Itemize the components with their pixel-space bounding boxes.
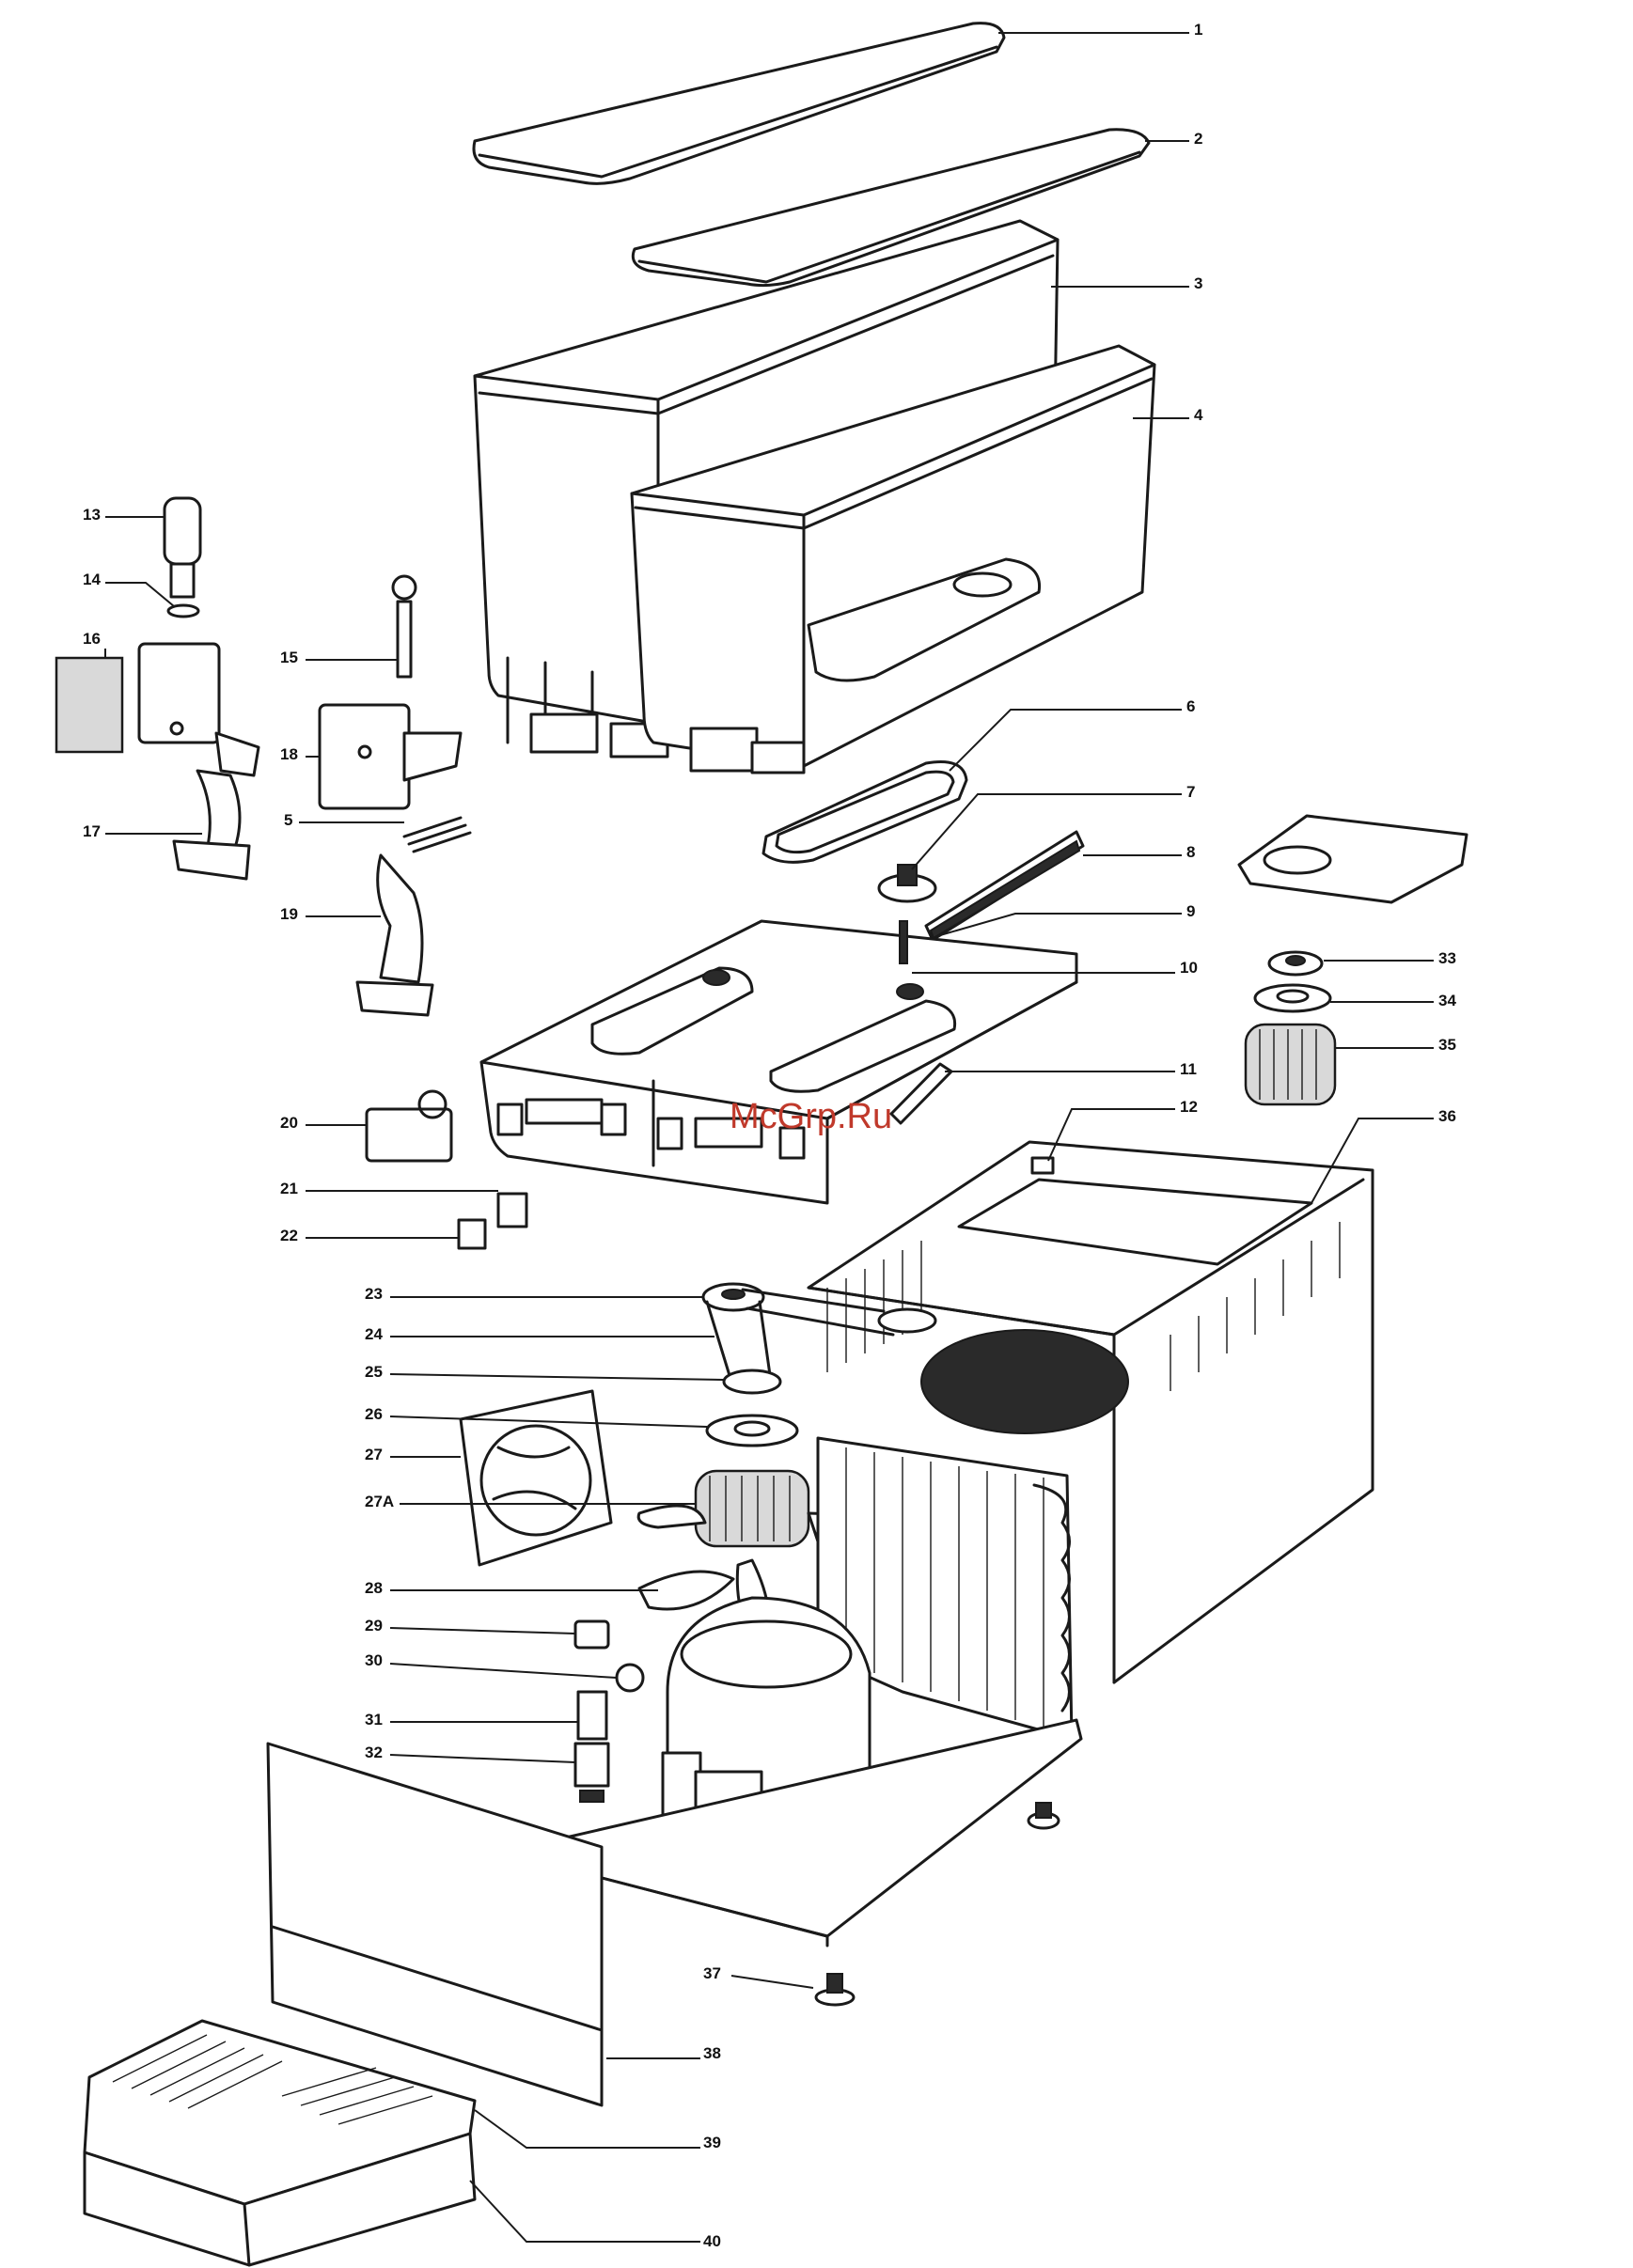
callout-label-19: 19 bbox=[280, 905, 298, 923]
part-fan-motor-27A bbox=[696, 1471, 809, 1546]
part-switch-20 bbox=[367, 1091, 451, 1161]
part-clip-21 bbox=[498, 1194, 526, 1227]
callout-label-5: 5 bbox=[284, 811, 292, 829]
callout-label-29: 29 bbox=[365, 1617, 383, 1635]
part-knob-13 bbox=[165, 498, 200, 597]
callout-label-21: 21 bbox=[280, 1180, 298, 1197]
part-pulley-33 bbox=[1269, 952, 1322, 975]
callout-label-14: 14 bbox=[83, 571, 101, 588]
callout-label-34: 34 bbox=[1438, 992, 1456, 1009]
part-foot-37 bbox=[816, 1974, 854, 2005]
leader-line-39 bbox=[475, 2110, 700, 2148]
part-cap-22 bbox=[459, 1220, 485, 1248]
part-plate-34 bbox=[1255, 985, 1330, 1011]
leader-line-6 bbox=[950, 710, 1182, 771]
callout-label-36: 36 bbox=[1438, 1107, 1456, 1125]
part-bracket-9 bbox=[1239, 816, 1467, 902]
leader-line-14 bbox=[105, 583, 174, 606]
callout-label-15: 15 bbox=[280, 649, 298, 666]
callout-label-32: 32 bbox=[365, 1744, 383, 1761]
part-foot-right bbox=[1028, 1803, 1059, 1828]
callout-label-4: 4 bbox=[1194, 406, 1203, 424]
callout-label-24: 24 bbox=[365, 1325, 383, 1343]
callout-label-16: 16 bbox=[83, 630, 101, 648]
callout-label-25: 25 bbox=[365, 1363, 383, 1381]
callout-label-12: 12 bbox=[1180, 1098, 1198, 1116]
callout-label-27: 27 bbox=[365, 1446, 383, 1463]
leader-line-30 bbox=[390, 1664, 617, 1678]
leader-line-32 bbox=[390, 1755, 575, 1762]
callout-label-31: 31 bbox=[365, 1711, 383, 1728]
part-lever-19 bbox=[357, 855, 432, 1015]
callout-label-6: 6 bbox=[1186, 697, 1195, 715]
callout-label-7: 7 bbox=[1186, 783, 1195, 801]
part-washer-14 bbox=[168, 605, 198, 617]
callout-label-10: 10 bbox=[1180, 959, 1198, 977]
part-rail-8 bbox=[926, 832, 1083, 940]
leader-line-40 bbox=[470, 2181, 700, 2242]
part-gasket-6 bbox=[763, 761, 966, 862]
callout-label-9: 9 bbox=[1186, 902, 1195, 920]
leader-line-25 bbox=[390, 1374, 724, 1380]
callout-label-23: 23 bbox=[365, 1285, 383, 1303]
callout-label-39: 39 bbox=[703, 2134, 721, 2151]
callout-label-11: 11 bbox=[1180, 1060, 1197, 1078]
part-lid-1 bbox=[474, 23, 1004, 184]
callout-label-37: 37 bbox=[703, 1964, 721, 1982]
part-evaporator-base bbox=[481, 921, 1076, 1203]
callout-label-26: 26 bbox=[365, 1405, 383, 1423]
callout-label-8: 8 bbox=[1186, 843, 1195, 861]
part-filter-16 bbox=[56, 658, 122, 752]
part-plate-26 bbox=[707, 1416, 797, 1446]
callout-label-20: 20 bbox=[280, 1114, 298, 1132]
callout-label-17: 17 bbox=[83, 822, 101, 840]
part-switch-29 bbox=[575, 1621, 608, 1648]
callout-label-27A: 27A bbox=[365, 1493, 394, 1510]
callout-label-18: 18 bbox=[280, 745, 298, 763]
callout-label-2: 2 bbox=[1194, 130, 1202, 148]
leader-line-29 bbox=[390, 1628, 575, 1634]
part-spring-5 bbox=[404, 818, 470, 852]
callout-label-35: 35 bbox=[1438, 1036, 1456, 1054]
callout-label-28: 28 bbox=[365, 1579, 383, 1597]
callout-label-33: 33 bbox=[1438, 949, 1456, 967]
part-tap-body-18 bbox=[320, 705, 461, 808]
part-relay-32 bbox=[575, 1744, 608, 1802]
callout-label-1: 1 bbox=[1194, 21, 1202, 39]
callout-label-22: 22 bbox=[280, 1227, 298, 1244]
watermark-text: McGrp.Ru bbox=[730, 1097, 892, 1136]
part-drive-7 bbox=[879, 865, 935, 901]
callout-label-13: 13 bbox=[83, 506, 101, 524]
leader-line-9 bbox=[940, 914, 1182, 935]
part-capacitor-30 bbox=[617, 1665, 643, 1691]
part-pulley-23 bbox=[703, 1284, 763, 1310]
callout-label-38: 38 bbox=[703, 2044, 721, 2062]
part-tap-body-17 bbox=[139, 644, 259, 879]
callout-label-3: 3 bbox=[1194, 274, 1202, 292]
part-front-panel-38 bbox=[268, 1744, 602, 2105]
part-valve-31 bbox=[578, 1692, 606, 1739]
callout-label-40: 40 bbox=[703, 2232, 721, 2250]
part-pin-15 bbox=[393, 576, 416, 677]
leader-line-37 bbox=[731, 1976, 813, 1988]
part-fan-guard-27 bbox=[461, 1391, 611, 1565]
callout-label-30: 30 bbox=[365, 1651, 383, 1669]
part-motor-35 bbox=[1246, 1025, 1335, 1104]
